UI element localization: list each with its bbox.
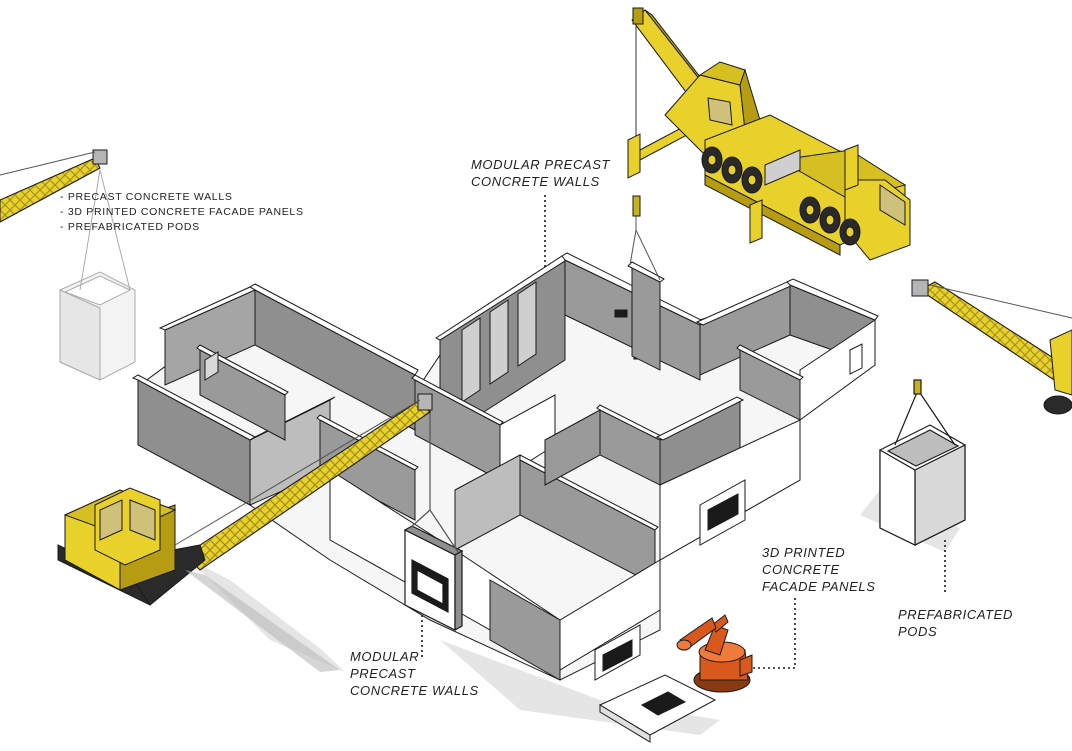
precast-wall-panel-hanging [403, 400, 464, 632]
bullet-item: - 3D PRINTED CONCRETE FACADE PANELS [60, 206, 304, 218]
label-line: PRECAST [350, 666, 416, 681]
mobile-truck-crane [627, 7, 911, 261]
label-line: CONCRETE WALLS [350, 683, 479, 698]
3d-printed-facade-panel [598, 674, 717, 743]
component-bullet-list: - PRECAST CONCRETE WALLS - 3D PRINTED CO… [60, 190, 304, 235]
prefabricated-pod-left [59, 169, 136, 381]
bullet-item: - PRECAST CONCRETE WALLS [60, 191, 233, 203]
bullet-item: - PREFABRICATED PODS [60, 221, 200, 233]
robotic-arm-3d-printer [676, 614, 753, 693]
prefabricated-pod-right [879, 379, 966, 546]
label-prefabricated-pods: PREFABRICATED PODS [898, 606, 1013, 640]
label-line: PODS [898, 624, 938, 639]
label-line: 3D PRINTED [762, 545, 846, 560]
crawler-crane-bottom-left [57, 393, 433, 606]
label-line: MODULAR [350, 649, 420, 664]
wall-segments [131, 252, 879, 681]
label-line: FACADE PANELS [762, 579, 876, 594]
crane-boom-shadow [185, 570, 340, 672]
label-line: MODULAR PRECAST [471, 157, 611, 172]
precast-wall-panel-top [627, 195, 665, 371]
label-3d-printed-facade: 3D PRINTED CONCRETE FACADE PANELS [762, 544, 876, 595]
lattice-crane-top-left [0, 149, 108, 223]
label-modular-precast-top: MODULAR PRECAST CONCRETE WALLS [471, 156, 610, 190]
label-leader-lines [421, 195, 946, 669]
label-line: PREFABRICATED [898, 607, 1013, 622]
lattice-crane-right [911, 279, 1072, 415]
label-line: CONCRETE WALLS [471, 174, 600, 189]
label-modular-precast-bottom: MODULAR PRECAST CONCRETE WALLS [350, 648, 479, 699]
label-line: CONCRETE [762, 562, 840, 577]
